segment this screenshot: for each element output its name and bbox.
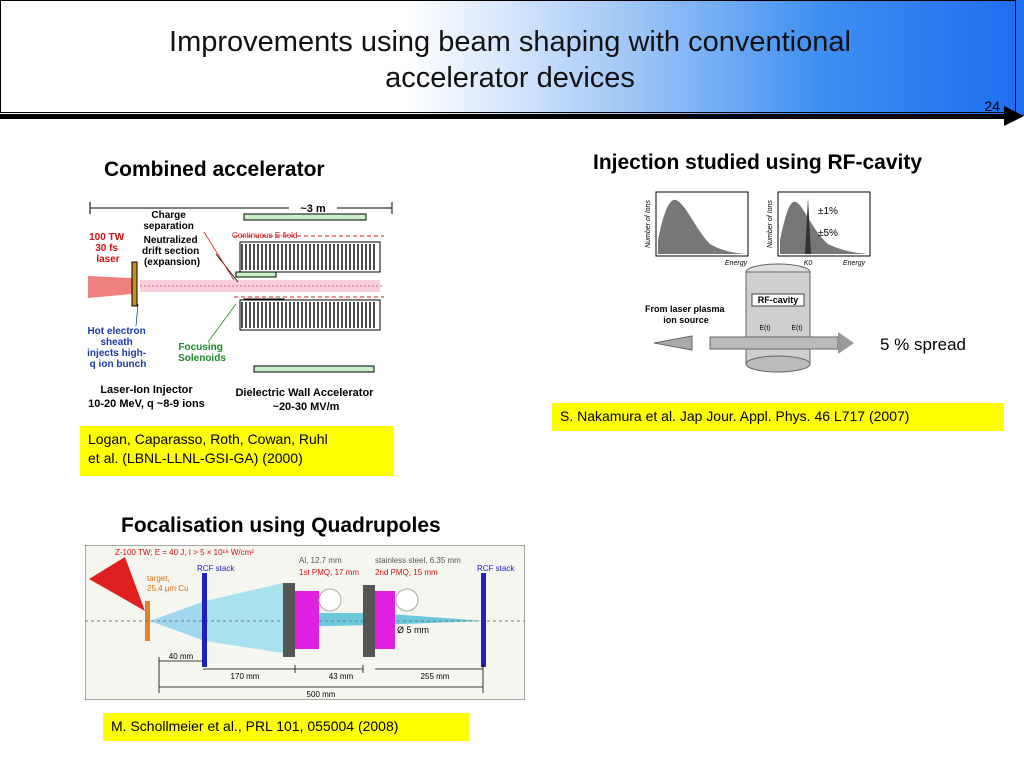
focal-reference: M. Schollmeier et al., PRL 101, 055004 (… [103,713,469,741]
pm1-label: ±1% [818,206,838,217]
svg-text:Focusing Solenoids: Focusing Solenoids [178,342,226,364]
svg-text:Charge separation Neut: Charge separation Neutralized drift sect… [142,210,202,268]
proton-beam-2 [205,583,283,653]
svg-text:100 TW 30 fs laser: 100 TW 30 fs laser [89,232,127,265]
charge-label-2: separation [143,221,194,232]
rcf-stack-1 [202,573,207,667]
charge-label-1: Charge [151,210,186,221]
hot-electron-3: injects high- [87,348,146,359]
solenoid-1 [235,271,277,278]
et-label-1: E(t) [759,325,770,332]
combined-ref-line-1: Logan, Caparasso, Roth, Cowan, Ruhl [88,431,328,447]
energy-label-after: Energy [843,260,866,267]
combined-heading: Combined accelerator [104,158,325,181]
combined-ref-line-2: et al. (LBNL-LLNL-GSI-GA) (2000) [88,450,303,466]
dim-40: 40 mm [169,652,194,661]
injection-heading: Injection studied using RF-cavity [593,151,923,174]
pmq2-cross-section [395,588,419,612]
slide-header [0,0,1024,116]
laser-cone [88,276,132,298]
top-solenoid [243,213,367,221]
title-line-1: Improvements using beam shaping with con… [169,26,851,58]
slide-number: 24 [984,98,1000,114]
ylabel-after: Number of Ions [767,200,774,248]
pmq1-label: 1st PMQ, 17 mm [299,568,359,577]
combined-accelerator-figure: ~3 m Charge separation Neutralized drift… [84,196,400,420]
injector-label-2: 10-20 MeV, q ~8-9 ions [88,398,205,410]
dim-500: 500 mm [307,690,336,699]
k0-label: K0 [804,260,813,267]
target-label-2: 25.4 µm Cu [147,584,189,593]
rf-cavity-cylinder [745,271,811,365]
pmq1 [295,591,319,649]
hot-electron-4: q ion bunch [90,359,147,370]
neutralized-label-3: (expansion) [144,257,200,268]
svg-text:target, 25.4 µm Cu: target, 25.4 µm Cu [147,574,189,593]
steel-label: stainless steel, 6.35 mm [375,556,461,565]
rcf-stack-2 [481,573,486,667]
pmq2 [375,591,395,649]
pmq2-label: 2nd PMQ, 15 mm [375,568,438,577]
et-label-2: E(t) [791,325,802,332]
dim-43: 43 mm [329,672,354,681]
target-foil [131,261,138,307]
pmq1-al-plate [283,583,295,657]
focal-heading: Focalisation using Quadrupoles [121,514,441,537]
neutralized-label-2: drift section [142,246,199,257]
laser-label-2: 30 fs [95,243,118,254]
svg-text:Hot electron sheath in: Hot electron sheath injects high- q ion … [87,326,149,370]
injector-label-1: Laser-Ion Injector [100,384,193,396]
laser-beam [89,557,145,611]
efield-label: Continuous E-field [232,231,297,240]
neutralized-label-1: Neutralized [144,235,198,246]
ion-source-cone [653,335,693,351]
bottom-solenoid [253,365,375,373]
rf-cavity-label: RF-cavity [758,295,799,305]
dwa-label-1: Dielectric Wall Accelerator [235,387,374,399]
title-line-2: accelerator devices [385,62,635,94]
injection-reference: S. Nakamura et al. Jap Jour. Appl. Phys.… [552,403,1004,431]
rcf-label-2: RCF stack [477,564,515,573]
pmq2-al-plate [363,585,375,657]
rcf-label-1: RCF stack [197,564,235,573]
spread-label: 5 % spread [880,335,966,354]
span-label: ~3 m [300,203,326,215]
laser-label-3: laser [96,254,119,265]
dwa-lower-stack [239,299,381,331]
quadrupole-figure: Z-100 TW; E = 40 J, I > 5 × 10¹⁹ W/cm² t… [85,545,525,700]
rule-arrowhead [1004,106,1024,126]
header-frame [0,0,1016,113]
combined-reference: Logan, Caparasso, Roth, Cowan, Ruhl et a… [80,426,394,476]
energy-label-before: Energy [725,260,748,267]
laser-label: Z-100 TW; E = 40 J, I > 5 × 10¹⁹ W/cm² [115,548,254,557]
dimension-lines [158,657,484,693]
svg-text:Laser-Ion Injector 10-20 M: Laser-Ion Injector 10-20 MeV, q ~8-9 ion… [88,384,376,413]
hot-electron-1: Hot electron [87,326,145,337]
svg-text:From laser plasma ion sour: From laser plasma ion source [645,304,727,325]
rf-cavity-figure: Number of Ions Energy Number of Ions ±1%… [640,190,876,374]
spectrum-after [780,201,868,254]
source-label-2: ion source [663,315,709,325]
spectrum-before [658,199,746,254]
dwa-label-2: ~20-30 MV/m [273,401,340,413]
focusing-label-2: Solenoids [178,353,226,364]
dwa-upper-stack [239,241,381,273]
dim-255: 255 mm [421,672,450,681]
hot-electron-2: sheath [100,337,132,348]
al-label: Al, 12.7 mm [299,556,342,565]
focusing-label-1: Focusing [178,342,222,353]
pm5-label: ±5% [818,228,838,239]
beam-pipe [709,336,839,350]
laser-label-1: 100 TW [89,232,125,243]
dim-170: 170 mm [231,672,260,681]
diameter-label: Ø 5 mm [397,625,429,635]
ylabel-before: Number of Ions [645,200,652,248]
source-label-1: From laser plasma [645,304,726,314]
slide-title: Improvements using beam shaping with con… [80,24,940,96]
pmq1-cross-section [318,588,342,612]
title-rule [0,114,1008,119]
target-label-1: target, [147,574,170,583]
